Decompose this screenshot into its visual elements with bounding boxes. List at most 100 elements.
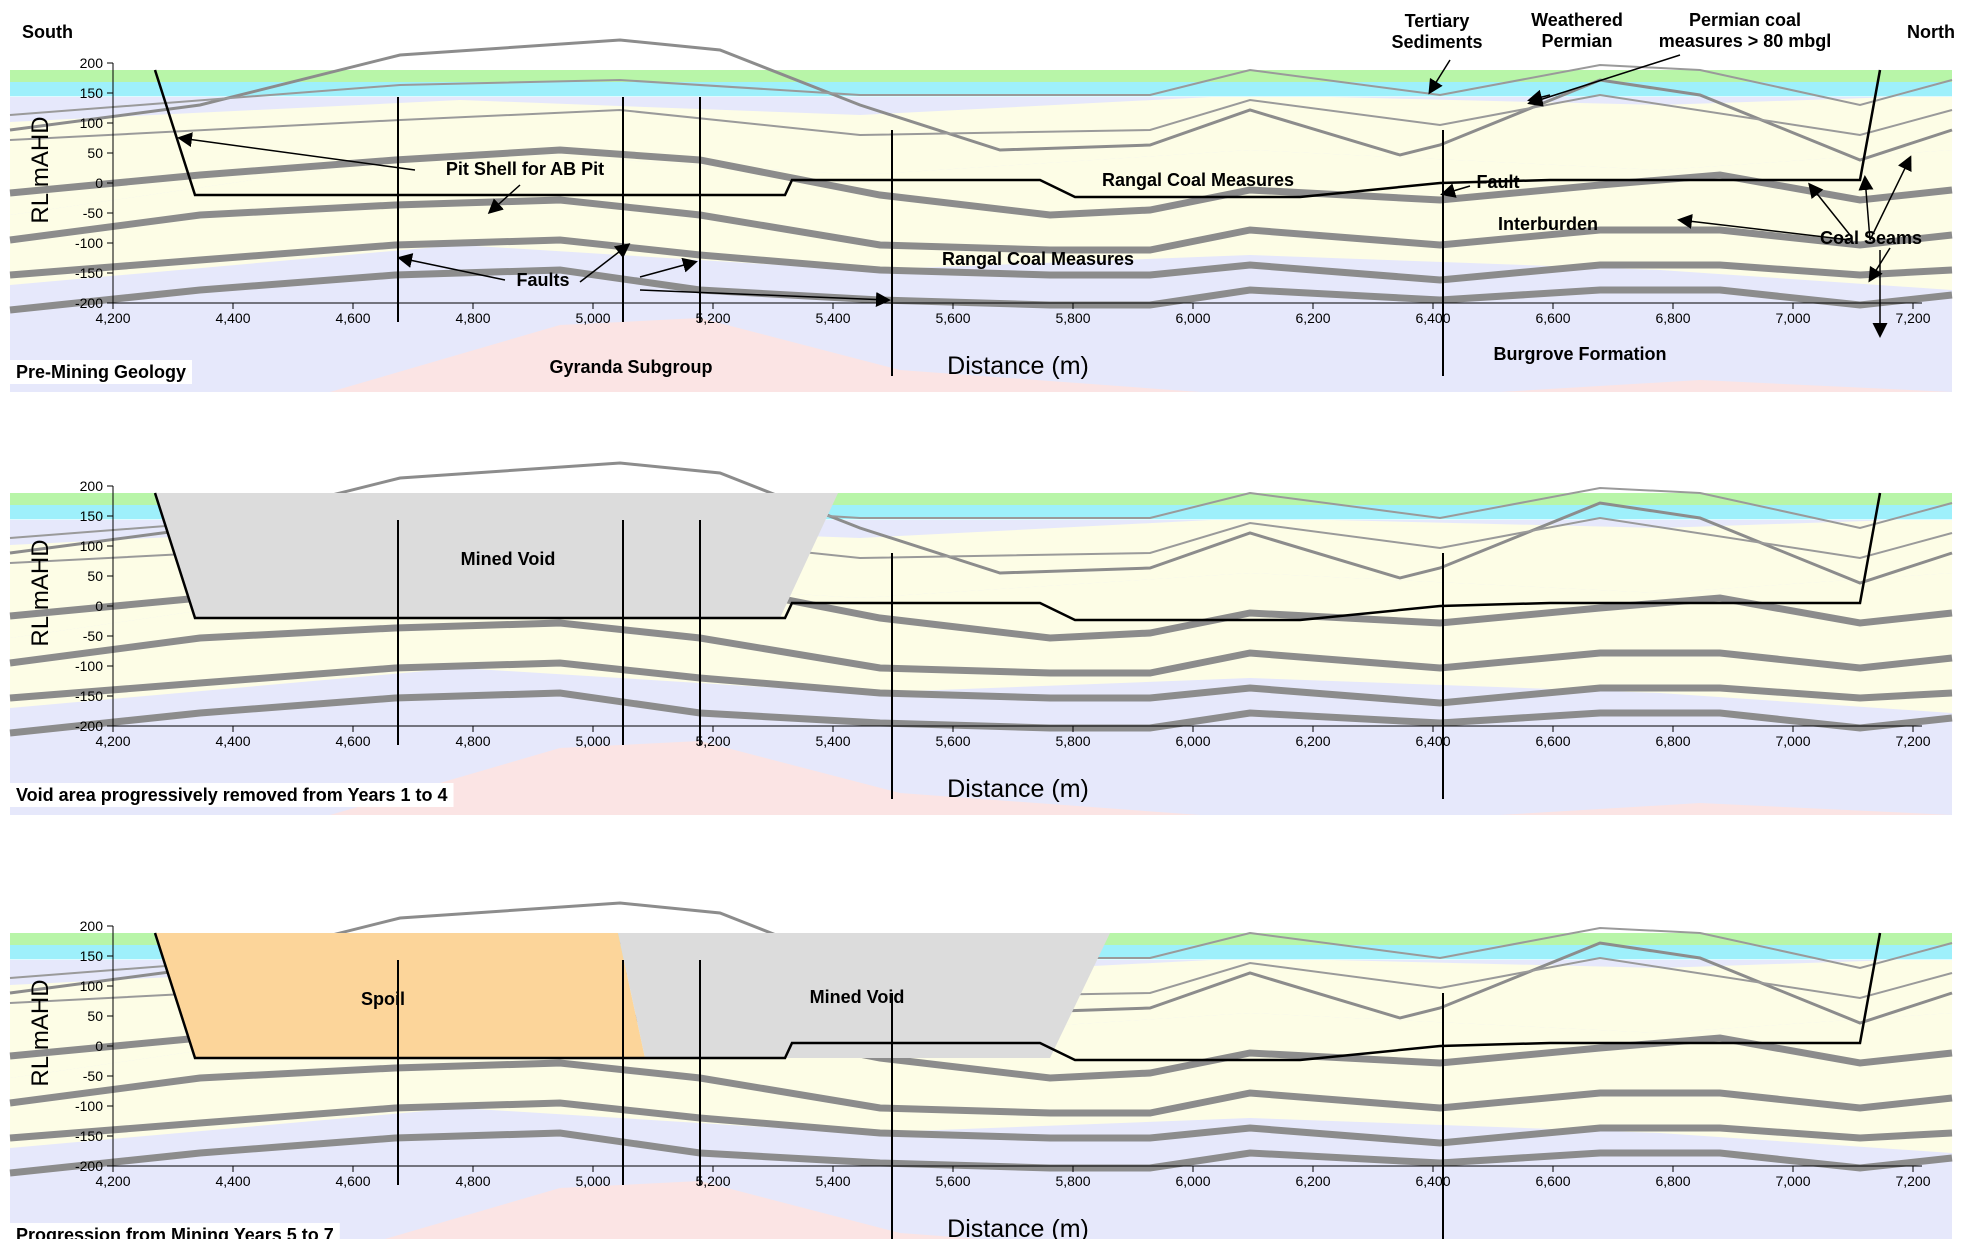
- coal-seam-line: [9, 901, 1953, 1025]
- caption-background: [10, 360, 193, 384]
- y-tick-label: -200: [75, 718, 103, 734]
- y-tick-label: 50: [87, 145, 103, 161]
- y-tick-label: 150: [80, 948, 104, 964]
- y-tick-label: -150: [75, 1128, 103, 1144]
- x-tick-label: 7,200: [1895, 733, 1930, 749]
- x-tick-label: 6,400: [1415, 733, 1450, 749]
- label-tertiary-line1: Tertiary: [1405, 11, 1470, 31]
- x-tick-label: 5,400: [815, 733, 850, 749]
- x-tick-label: 5,000: [575, 310, 610, 326]
- y-tick-label: -150: [75, 265, 103, 281]
- coal-seam-line: [9, 689, 1953, 737]
- x-tick-label: 4,400: [215, 1173, 250, 1189]
- coal-seam-line: [9, 1129, 1953, 1177]
- x-axis-label: Distance (m): [947, 1215, 1089, 1239]
- x-tick-label: 5,200: [695, 1173, 730, 1189]
- y-tick-label: 100: [80, 115, 104, 131]
- x-tick-label: 6,200: [1295, 733, 1330, 749]
- x-tick-label: 7,000: [1775, 1173, 1810, 1189]
- rangal-coal-measures-band: [10, 150, 1952, 290]
- label-mined-void: Mined Void: [461, 549, 556, 569]
- x-tick-label: 6,000: [1175, 733, 1210, 749]
- label-permian-line1: Permian coal: [1689, 10, 1801, 30]
- y-tick-label: -50: [83, 205, 103, 221]
- gyranda-subgroup-band: [384, 1181, 982, 1239]
- label-rangal-lower: Rangal Coal Measures: [942, 249, 1134, 269]
- annotation-arrow: [487, 184, 521, 215]
- x-axis-label: Distance (m): [947, 775, 1089, 803]
- label-mined-void-2: Mined Void: [810, 987, 905, 1007]
- y-tick-label: -50: [83, 628, 103, 644]
- annotation-arrow: [397, 253, 506, 281]
- label-tertiary-line2: Sediments: [1391, 32, 1482, 52]
- spoil-area: [155, 933, 645, 1058]
- label-faults: Faults: [516, 270, 569, 290]
- y-tick-label: 50: [87, 1008, 103, 1024]
- pit-shell-line: [153, 932, 1882, 1062]
- tertiary-sediments-band: [10, 70, 1952, 82]
- panel-caption: Void area progressively removed from Yea…: [16, 785, 448, 805]
- x-tick-label: 6,000: [1175, 310, 1210, 326]
- label-pit-shell: Pit Shell for AB Pit: [446, 159, 604, 179]
- x-tick-label: 6,400: [1415, 1173, 1450, 1189]
- annotation-arrow: [1869, 155, 1912, 241]
- x-tick-label: 5,200: [695, 310, 730, 326]
- coal-seam-line: [9, 266, 1953, 314]
- x-tick-label: 5,400: [815, 1173, 850, 1189]
- coal-seam-line: [9, 38, 1953, 162]
- x-tick-label: 5,800: [1055, 733, 1090, 749]
- seam-thin-line: [9, 93, 1953, 141]
- y-tick-label: -200: [75, 1158, 103, 1174]
- y-tick-label: 150: [80, 85, 104, 101]
- annotation-arrow: [1527, 54, 1681, 107]
- annotation-arrow: [1677, 213, 1851, 241]
- x-tick-label: 6,200: [1295, 310, 1330, 326]
- x-tick-label: 6,200: [1295, 1173, 1330, 1189]
- x-axis-label: Distance (m): [947, 352, 1089, 380]
- coal-seam-line: [9, 461, 1953, 585]
- x-tick-label: 7,200: [1895, 310, 1930, 326]
- annotation-arrow: [1440, 183, 1471, 198]
- x-tick-label: 5,600: [935, 733, 970, 749]
- north-label: North: [1907, 22, 1955, 42]
- annotation-arrow: [1858, 175, 1874, 241]
- coal-seam-line: [9, 196, 1953, 254]
- y-tick-label: 0: [95, 175, 103, 191]
- y-tick-label: 200: [80, 55, 104, 71]
- label-permian-line2: measures > 80 mbgl: [1659, 31, 1832, 51]
- label-interburden: Interburden: [1498, 214, 1598, 234]
- panel-caption: Progression from Mining Years 5 to 7: [16, 1225, 334, 1239]
- label-gyranda: Gyranda Subgroup: [549, 357, 712, 377]
- x-tick-label: 4,800: [455, 1173, 490, 1189]
- y-tick-label: 150: [80, 508, 104, 524]
- x-tick-label: 6,800: [1655, 733, 1690, 749]
- label-spoil: Spoil: [361, 989, 405, 1009]
- mined-void-area: [618, 933, 1110, 1058]
- y-tick-label: -150: [75, 688, 103, 704]
- x-tick-label: 5,800: [1055, 310, 1090, 326]
- label-weathered-line1: Weathered: [1531, 10, 1623, 30]
- y-axis-label: RL mAHD: [27, 979, 54, 1086]
- label-fault: Fault: [1477, 172, 1520, 192]
- label-burgrove: Burgrove Formation: [1493, 344, 1666, 364]
- upper-interburden-band: [10, 95, 1952, 215]
- coal-seam-line: [9, 1059, 1953, 1117]
- gyranda-subgroup-band: [330, 318, 1200, 392]
- x-tick-label: 6,800: [1655, 1173, 1690, 1189]
- coal-seam-line: [9, 236, 1953, 284]
- y-tick-label: 200: [80, 918, 104, 934]
- coal-seam-line: [9, 619, 1953, 677]
- y-tick-label: -200: [75, 295, 103, 311]
- y-tick-label: 100: [80, 538, 104, 554]
- y-tick-label: -100: [75, 235, 103, 251]
- coal-seam-line: [9, 146, 1953, 219]
- x-tick-label: 5,600: [935, 1173, 970, 1189]
- x-tick-label: 5,200: [695, 733, 730, 749]
- caption-background: [10, 1223, 340, 1239]
- panel-caption: Pre-Mining Geology: [16, 362, 186, 382]
- x-tick-label: 4,800: [455, 733, 490, 749]
